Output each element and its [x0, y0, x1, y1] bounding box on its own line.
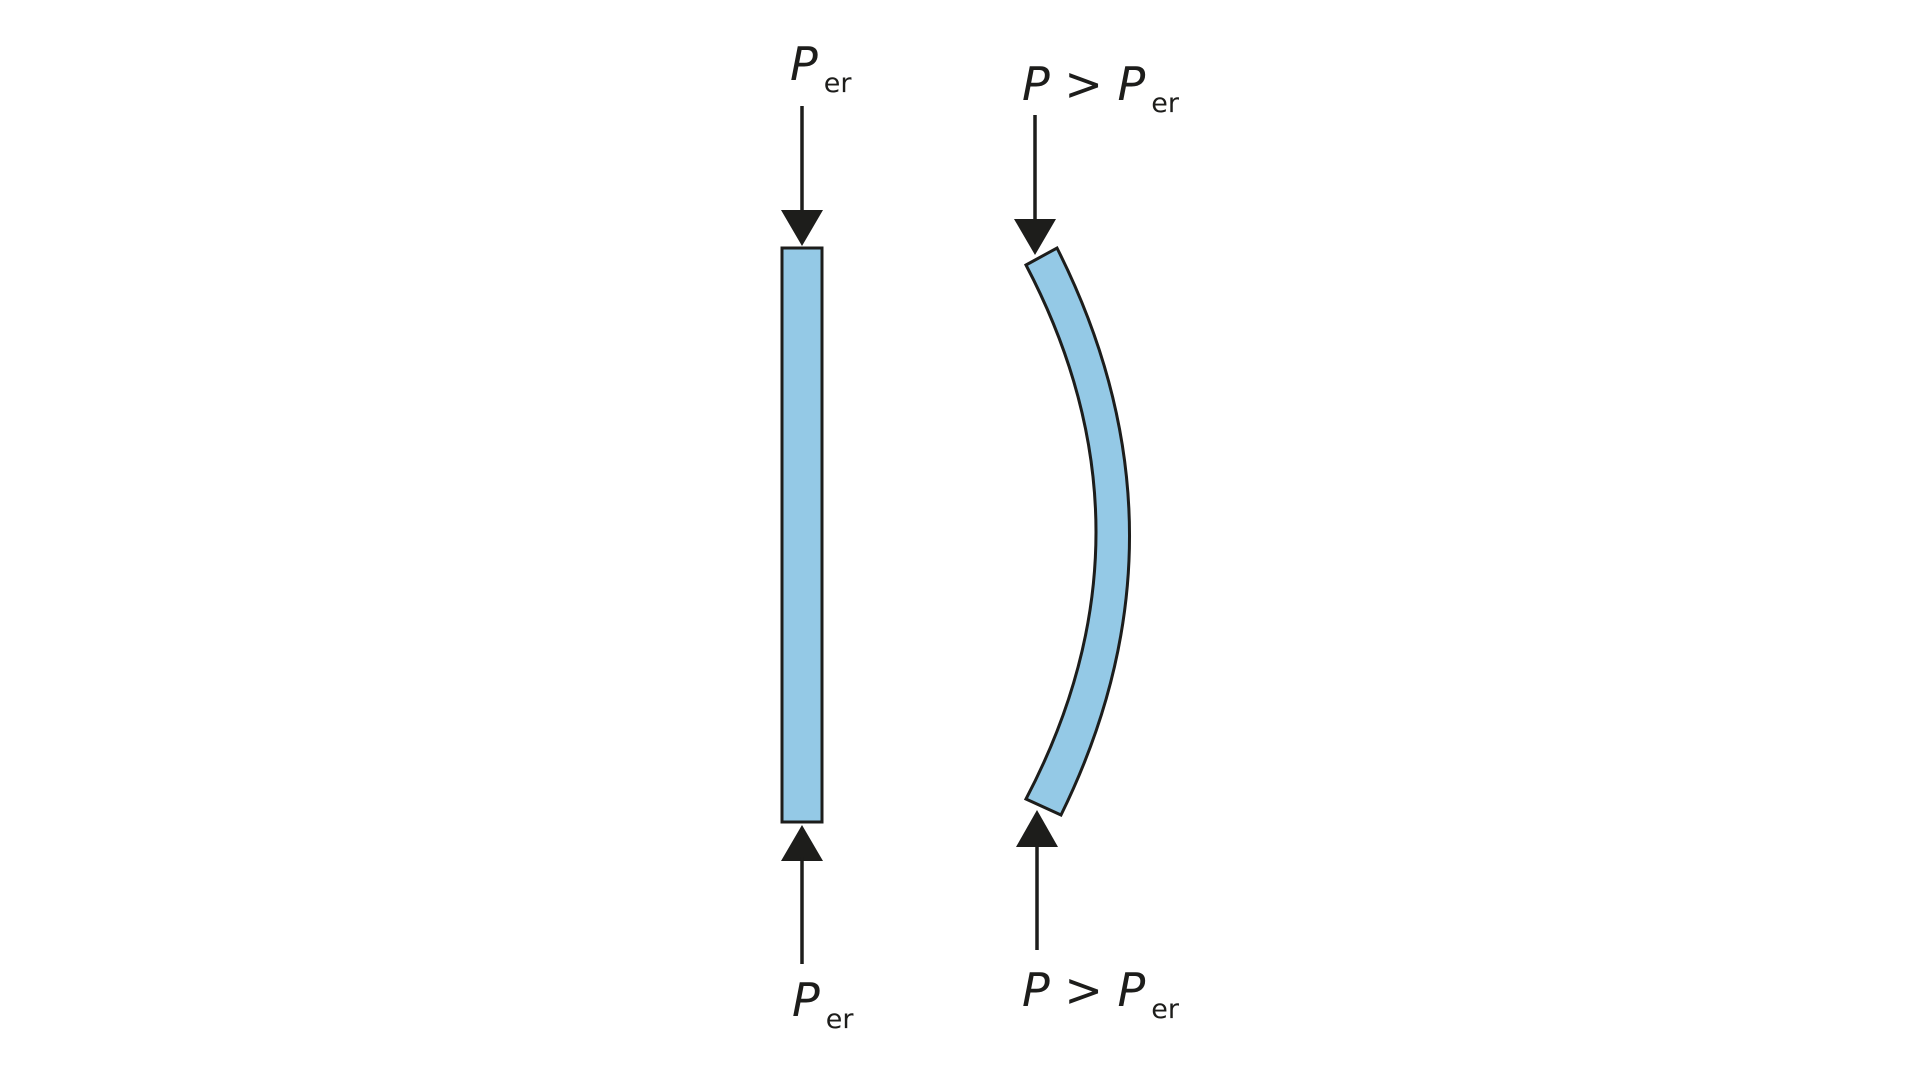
buckled-bottom-load-arrow	[1016, 810, 1058, 950]
buckled-top-load-arrow	[1014, 115, 1056, 255]
straight-bottom-load-arrow	[781, 825, 823, 964]
buckled-column	[1023, 245, 1131, 817]
straight-column	[780, 246, 824, 824]
straight-top-load-arrow	[781, 106, 823, 246]
